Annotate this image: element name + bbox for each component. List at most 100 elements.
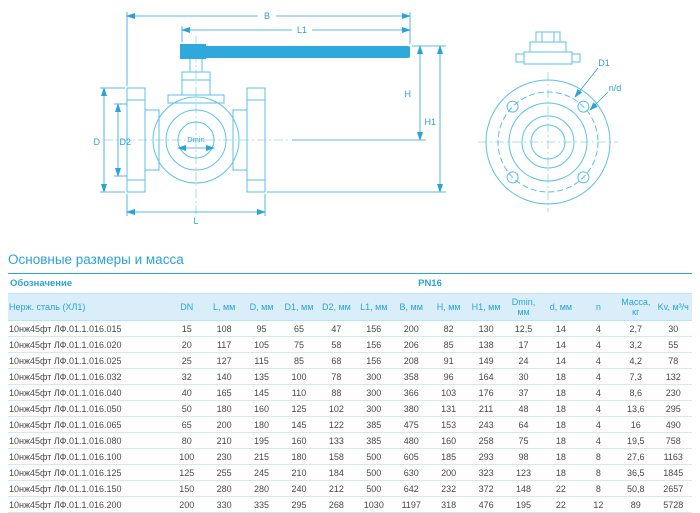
value-cell: 1030 [355,496,393,513]
value-cell: 164 [467,368,505,385]
value-cell: 4 [579,416,618,433]
value-cell: 8,6 [617,384,655,401]
value-cell: 68 [317,352,356,369]
value-cell: 366 [392,384,430,401]
column-header: L1, мм [355,293,393,321]
designation-cell: 10нж45фт ЛФ.01.1.016.050 [8,400,168,417]
value-cell: 300 [355,400,393,417]
value-cell: 36,5 [617,464,655,481]
value-cell: 642 [392,480,430,497]
value-cell: 14 [542,336,580,353]
value-cell: 12 [579,496,618,513]
value-cell: 89 [617,496,655,513]
value-cell: 75 [280,336,318,353]
value-cell: 14 [542,320,580,337]
dim-label-l1: L1 [297,25,307,35]
value-cell: 145 [280,416,318,433]
value-cell: 64 [504,416,543,433]
value-cell: 245 [242,464,281,481]
value-cell: 75 [504,432,543,449]
value-cell: 105 [242,336,281,353]
value-cell: 18 [542,464,580,481]
value-cell: 4 [579,336,618,353]
value-cell: 318 [429,496,468,513]
value-cell: 300 [355,384,393,401]
value-cell: 180 [205,400,243,417]
value-cell: 200 [205,416,243,433]
value-cell: 5728 [654,496,692,513]
column-header: d, мм [542,293,580,321]
value-cell: 211 [467,400,505,417]
value-cell: 210 [205,432,243,449]
value-cell: 133 [317,432,356,449]
value-cell: 385 [355,416,393,433]
value-cell: 160 [429,432,468,449]
value-cell: 25 [168,352,206,369]
value-cell: 232 [429,480,468,497]
value-cell: 138 [467,336,505,353]
value-cell: 2657 [654,480,692,497]
value-cell: 150 [168,480,206,497]
column-header: D1, мм [280,293,318,321]
value-cell: 2,7 [617,320,655,337]
value-cell: 500 [355,464,393,481]
column-header: D2, мм [317,293,356,321]
value-cell: 4 [579,368,618,385]
value-cell: 115 [242,352,281,369]
value-cell: 160 [242,400,281,417]
value-cell: 7,3 [617,368,655,385]
value-cell: 30 [654,320,692,337]
value-cell: 280 [242,480,281,497]
value-cell: 24 [504,352,543,369]
value-cell: 130 [467,320,505,337]
value-cell: 40 [168,384,206,401]
column-header: Kv, м³/ч [654,293,692,321]
value-cell: 280 [205,480,243,497]
value-cell: 132 [654,368,692,385]
value-cell: 47 [317,320,356,337]
value-cell: 18 [542,384,580,401]
value-cell: 18 [542,400,580,417]
value-cell: 176 [467,384,505,401]
value-cell: 98 [504,448,543,465]
value-cell: 37 [504,384,543,401]
value-cell: 358 [392,368,430,385]
column-header: n [579,293,618,321]
value-cell: 140 [205,368,243,385]
value-cell: 148 [504,480,543,497]
value-cell: 372 [467,480,505,497]
value-cell: 149 [467,352,505,369]
value-cell: 1163 [654,448,692,465]
pn16-header: PN16 [168,273,692,294]
column-header: H, мм [429,293,468,321]
value-cell: 1845 [654,464,692,481]
value-cell: 160 [280,432,318,449]
value-cell: 210 [280,464,318,481]
value-cell: 13,6 [617,400,655,417]
value-cell: 102 [317,400,356,417]
dim-label-h1: H1 [424,117,436,127]
value-cell: 125 [168,464,206,481]
value-cell: 240 [280,480,318,497]
value-cell: 200 [168,496,206,513]
value-cell: 156 [355,352,393,369]
value-cell: 80 [168,432,206,449]
value-cell: 212 [317,480,356,497]
value-cell: 14 [542,352,580,369]
value-cell: 58 [317,336,356,353]
value-cell: 184 [317,464,356,481]
value-cell: 131 [429,400,468,417]
value-cell: 82 [429,320,468,337]
value-cell: 295 [280,496,318,513]
value-cell: 123 [504,464,543,481]
